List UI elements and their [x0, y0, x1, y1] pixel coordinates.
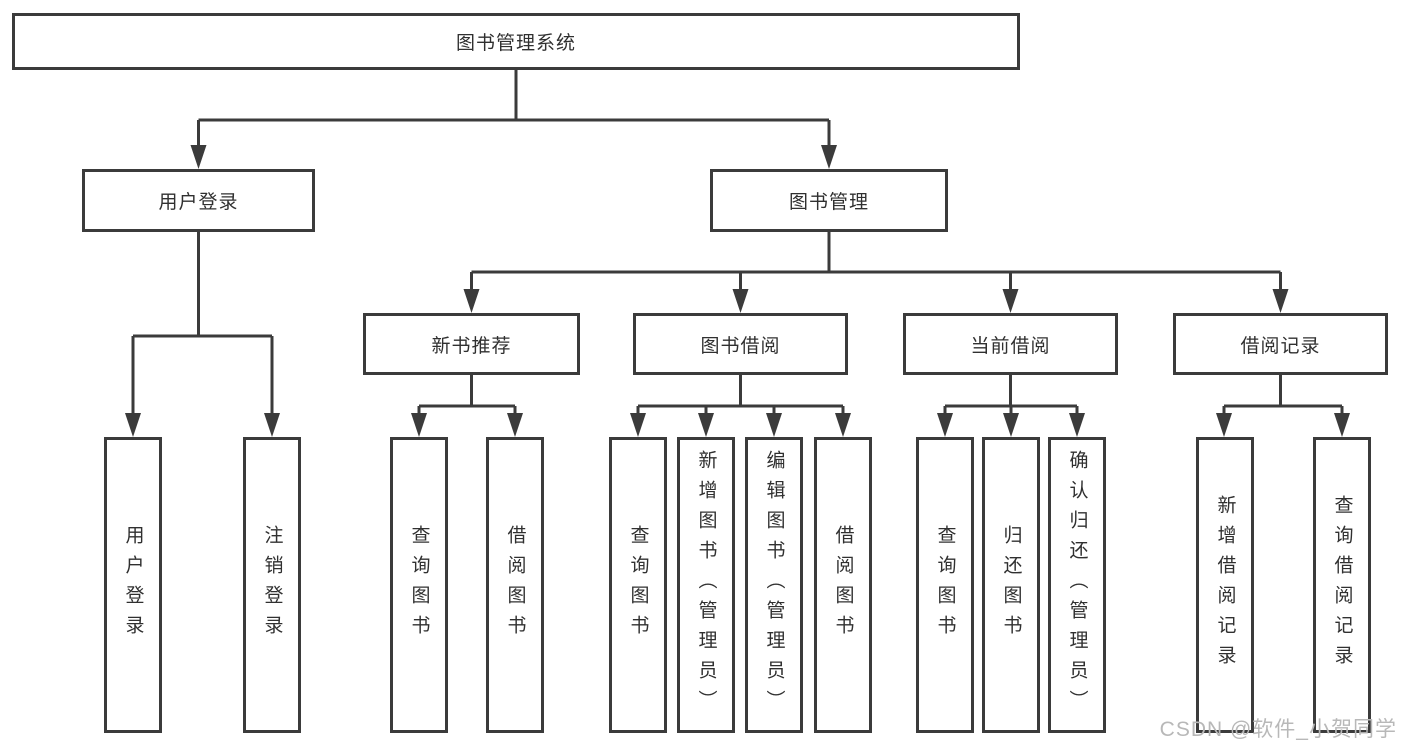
node-label: 借阅图书 — [504, 525, 526, 645]
node-label: 查询图书 — [627, 525, 649, 645]
leaf-cb-confirm-return-admin: 确认归还（管理员） — [1048, 437, 1106, 733]
leaf-bb-borrow-books: 借阅图书 — [814, 437, 872, 733]
connector-borrow-records-to-leaves — [1222, 375, 1344, 414]
node-label: 归还图书 — [1000, 525, 1022, 645]
leaf-br-query-record: 查询借阅记录 — [1313, 437, 1371, 733]
connector-root-to-branches — [197, 70, 831, 146]
node-current-borrow: 当前借阅 — [903, 313, 1118, 375]
leaf-cb-return-books: 归还图书 — [982, 437, 1040, 733]
node-label: 编辑图书（管理员） — [763, 450, 785, 720]
leaf-nbr-query-books: 查询图书 — [390, 437, 448, 733]
node-book-management-branch: 图书管理 — [710, 169, 948, 232]
node-label: 借阅图书 — [832, 525, 854, 645]
leaf-br-add-record: 新增借阅记录 — [1196, 437, 1254, 733]
node-library-management-system: 图书管理系统 — [12, 13, 1020, 70]
node-label: 新增图书（管理员） — [695, 450, 717, 720]
node-borrow-records: 借阅记录 — [1173, 313, 1388, 375]
node-book-borrow: 图书借阅 — [633, 313, 848, 375]
leaf-nbr-borrow-books: 借阅图书 — [486, 437, 544, 733]
connector-current-borrow-to-leaves — [943, 375, 1079, 414]
node-label: 用户登录 — [158, 192, 239, 213]
node-label: 查询图书 — [934, 525, 956, 645]
node-new-book-recommend: 新书推荐 — [363, 313, 580, 375]
node-label: 注销登录 — [261, 525, 283, 645]
node-label: 查询图书 — [408, 525, 430, 645]
leaf-bb-add-books-admin: 新增图书（管理员） — [677, 437, 735, 733]
connector-book-borrow-to-leaves — [636, 375, 845, 414]
leaf-cb-query-books: 查询图书 — [916, 437, 974, 733]
node-label: 确认归还（管理员） — [1066, 450, 1088, 720]
node-label: 当前借阅 — [970, 335, 1051, 357]
connector-user-login-to-leaves — [131, 232, 274, 414]
connector-book-management-to-modules — [470, 232, 1282, 290]
node-label: 图书管理系统 — [455, 33, 576, 54]
leaf-user-login: 用户登录 — [104, 437, 162, 733]
node-label: 查询借阅记录 — [1331, 495, 1353, 675]
leaf-logout: 注销登录 — [243, 437, 301, 733]
arrowheads — [125, 145, 1350, 437]
connector-new-book-recommend-to-leaves — [417, 375, 517, 414]
node-label: 新书推荐 — [431, 335, 512, 357]
csdn-watermark: CSDN @软件_小贺同学 — [1159, 718, 1397, 741]
node-label: 借阅记录 — [1240, 335, 1321, 357]
leaf-bb-edit-books-admin: 编辑图书（管理员） — [745, 437, 803, 733]
leaf-bb-query-books: 查询图书 — [609, 437, 667, 733]
node-label: 图书管理 — [788, 192, 869, 213]
node-label: 图书借阅 — [700, 335, 781, 357]
node-user-login-branch: 用户登录 — [82, 169, 315, 232]
node-label: 新增借阅记录 — [1214, 495, 1236, 675]
node-label: 用户登录 — [122, 525, 144, 645]
